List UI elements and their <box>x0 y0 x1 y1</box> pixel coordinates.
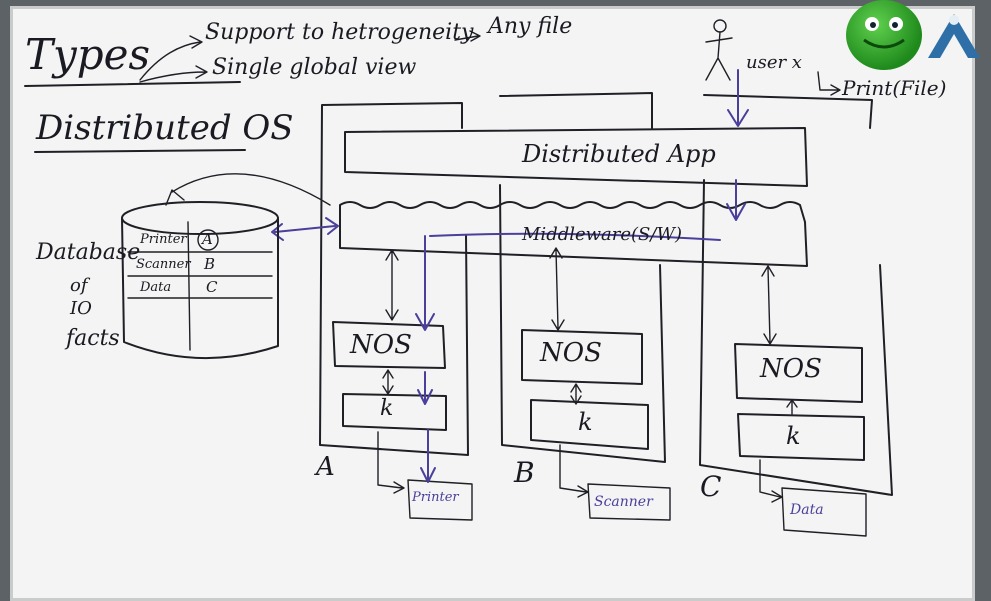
user-arrow-down <box>727 69 749 127</box>
database-label: Database <box>36 240 141 265</box>
printer-box <box>407 479 473 521</box>
arrow-k-data <box>759 459 783 503</box>
single-view-text: Single global view <box>212 55 417 80</box>
db-row-scanner-node: B <box>204 255 216 273</box>
db-curve-arrow <box>165 173 331 206</box>
app-to-mw-arrow <box>726 179 746 221</box>
middleware-label: Middleware(S/W) <box>522 224 682 245</box>
arrow-k-printer <box>377 431 405 494</box>
of-label: of <box>70 275 88 296</box>
distributed-os-heading: Distributed OS <box>36 108 294 148</box>
distributed-os-underline <box>34 149 246 153</box>
arrow-nos-k-b <box>570 383 582 405</box>
mountain-logo-icon <box>924 8 984 64</box>
data-device-label: Data <box>790 502 824 518</box>
arrow-support <box>139 35 203 81</box>
whiteboard <box>10 6 975 601</box>
arrow-print-file <box>817 71 841 96</box>
user-figure <box>705 19 733 81</box>
arrow-mw-nos-c <box>761 265 777 345</box>
db-row-printer: Printer <box>140 232 187 247</box>
nos-box-a <box>332 321 446 369</box>
db-row-data: Data <box>140 280 172 295</box>
printer-device-label: Printer <box>412 490 459 505</box>
db-row-data-node: C <box>206 278 218 296</box>
k-to-printer-arrow <box>420 429 436 483</box>
user-label: user x <box>746 52 802 73</box>
nos-b-label: NOS <box>540 338 602 368</box>
arrow-mw-nos-a <box>385 249 399 321</box>
node-c-outline <box>699 94 893 496</box>
data-box <box>781 487 867 537</box>
app-box <box>344 127 808 187</box>
db-mw-arrow <box>271 217 339 241</box>
nos-c-label: NOS <box>760 354 822 384</box>
mw-to-nos-a-arrow <box>415 235 435 331</box>
k-box-b <box>530 399 649 450</box>
nos-box-c <box>734 343 863 403</box>
k-a-label: k <box>380 396 394 421</box>
nos-a-label: NOS <box>350 330 412 360</box>
support-text: Support to hetrogeneity <box>205 20 474 45</box>
k-box-a <box>342 393 447 431</box>
db-row-printer-node: A <box>202 230 213 248</box>
middleware-underline <box>429 232 721 241</box>
scanner-device-label: Scanner <box>594 494 653 510</box>
node-a-label: A <box>316 452 335 482</box>
io-label: IO <box>70 298 92 319</box>
print-file-label: Print(File) <box>842 76 947 100</box>
node-b-outline <box>499 92 666 463</box>
arrow-nos-k-a <box>382 369 394 395</box>
node-b-label: B <box>514 456 535 489</box>
scanner-box <box>587 483 671 521</box>
node-c-label: C <box>700 470 722 503</box>
arrow-mw-nos-b <box>549 247 565 331</box>
nos-box-b <box>521 329 643 385</box>
types-underline <box>24 81 241 87</box>
frog-logo-icon <box>846 0 922 70</box>
types-heading: Types <box>25 30 151 79</box>
any-file-text: Any file <box>488 14 573 39</box>
facts-label: facts <box>66 326 120 351</box>
k-c-label: k <box>786 422 801 450</box>
nos-to-k-a-arrow <box>417 371 433 405</box>
database-cylinder <box>121 201 279 360</box>
arrow-any-file <box>454 30 481 42</box>
app-label: Distributed App <box>522 140 716 168</box>
k-b-label: k <box>578 408 593 436</box>
arrow-single-view <box>139 65 208 83</box>
node-a-outline <box>319 102 469 456</box>
db-row-scanner: Scanner <box>136 257 191 272</box>
arrow-nos-k-c <box>786 399 798 415</box>
k-box-c <box>737 413 865 461</box>
